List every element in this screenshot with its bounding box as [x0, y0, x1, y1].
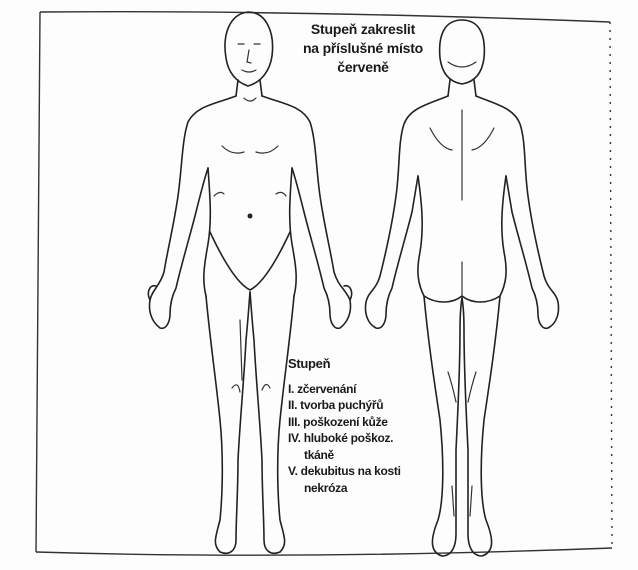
legend-item-continuation: tkáně	[288, 447, 408, 464]
grade-legend: Stupeň I. zčervenání II. tvorba puchýřů …	[288, 356, 408, 496]
back-achilles	[452, 486, 472, 516]
front-knees	[232, 384, 270, 392]
frame-bottom-line	[36, 548, 612, 555]
legend-item-label: III. poškození kůže	[288, 415, 388, 429]
legend-item-grade-5: V. dekubitus na kosti nekróza	[288, 463, 408, 496]
back-left-leg	[424, 296, 462, 556]
legend-item-label: II. tvorba puchýřů	[288, 398, 383, 412]
legend-item-grade-3: III. poškození kůže	[288, 414, 408, 431]
frame-right-line	[610, 22, 612, 548]
front-ribcage-lines	[214, 192, 286, 196]
front-jugular-notch	[244, 98, 256, 101]
instruction-line-2: na příslušné místo	[268, 39, 458, 58]
front-left-leg	[206, 292, 250, 553]
front-chest-lines	[222, 146, 278, 153]
legend-item-label: I. zčervenání	[288, 382, 356, 396]
front-left-arm	[149, 96, 236, 328]
legend-item-label: V. dekubitus na kosti	[288, 464, 401, 478]
instruction-line-3: červeně	[268, 58, 458, 77]
legend-title: Stupeň	[288, 356, 408, 373]
legend-item-grade-4: IV. hluboké poškoz. tkáně	[288, 430, 408, 463]
back-calves	[448, 372, 476, 402]
frame-left-line	[36, 12, 40, 552]
front-mouth	[242, 70, 256, 72]
instruction-line-1: Stupeň zakreslit	[268, 20, 458, 39]
back-left-arm	[365, 96, 448, 328]
front-right-arm	[262, 96, 351, 328]
instruction-text: Stupeň zakreslit na příslušné místo červ…	[268, 20, 458, 77]
front-nose	[247, 50, 251, 63]
back-right-arm	[476, 96, 559, 328]
legend-item-grade-2: II. tvorba puchýřů	[288, 397, 408, 414]
front-navel	[248, 214, 253, 219]
back-right-torso	[500, 176, 506, 296]
legend-item-grade-1: I. zčervenání	[288, 381, 408, 398]
back-neck	[448, 80, 476, 96]
front-head	[225, 12, 273, 86]
front-thigh-line	[240, 320, 242, 380]
legend-item-continuation: nekróza	[288, 480, 408, 497]
legend-item-label: IV. hluboké poškoz.	[288, 431, 393, 445]
front-groin-outline	[210, 232, 290, 290]
back-left-torso	[418, 176, 424, 296]
back-right-leg	[462, 296, 500, 556]
